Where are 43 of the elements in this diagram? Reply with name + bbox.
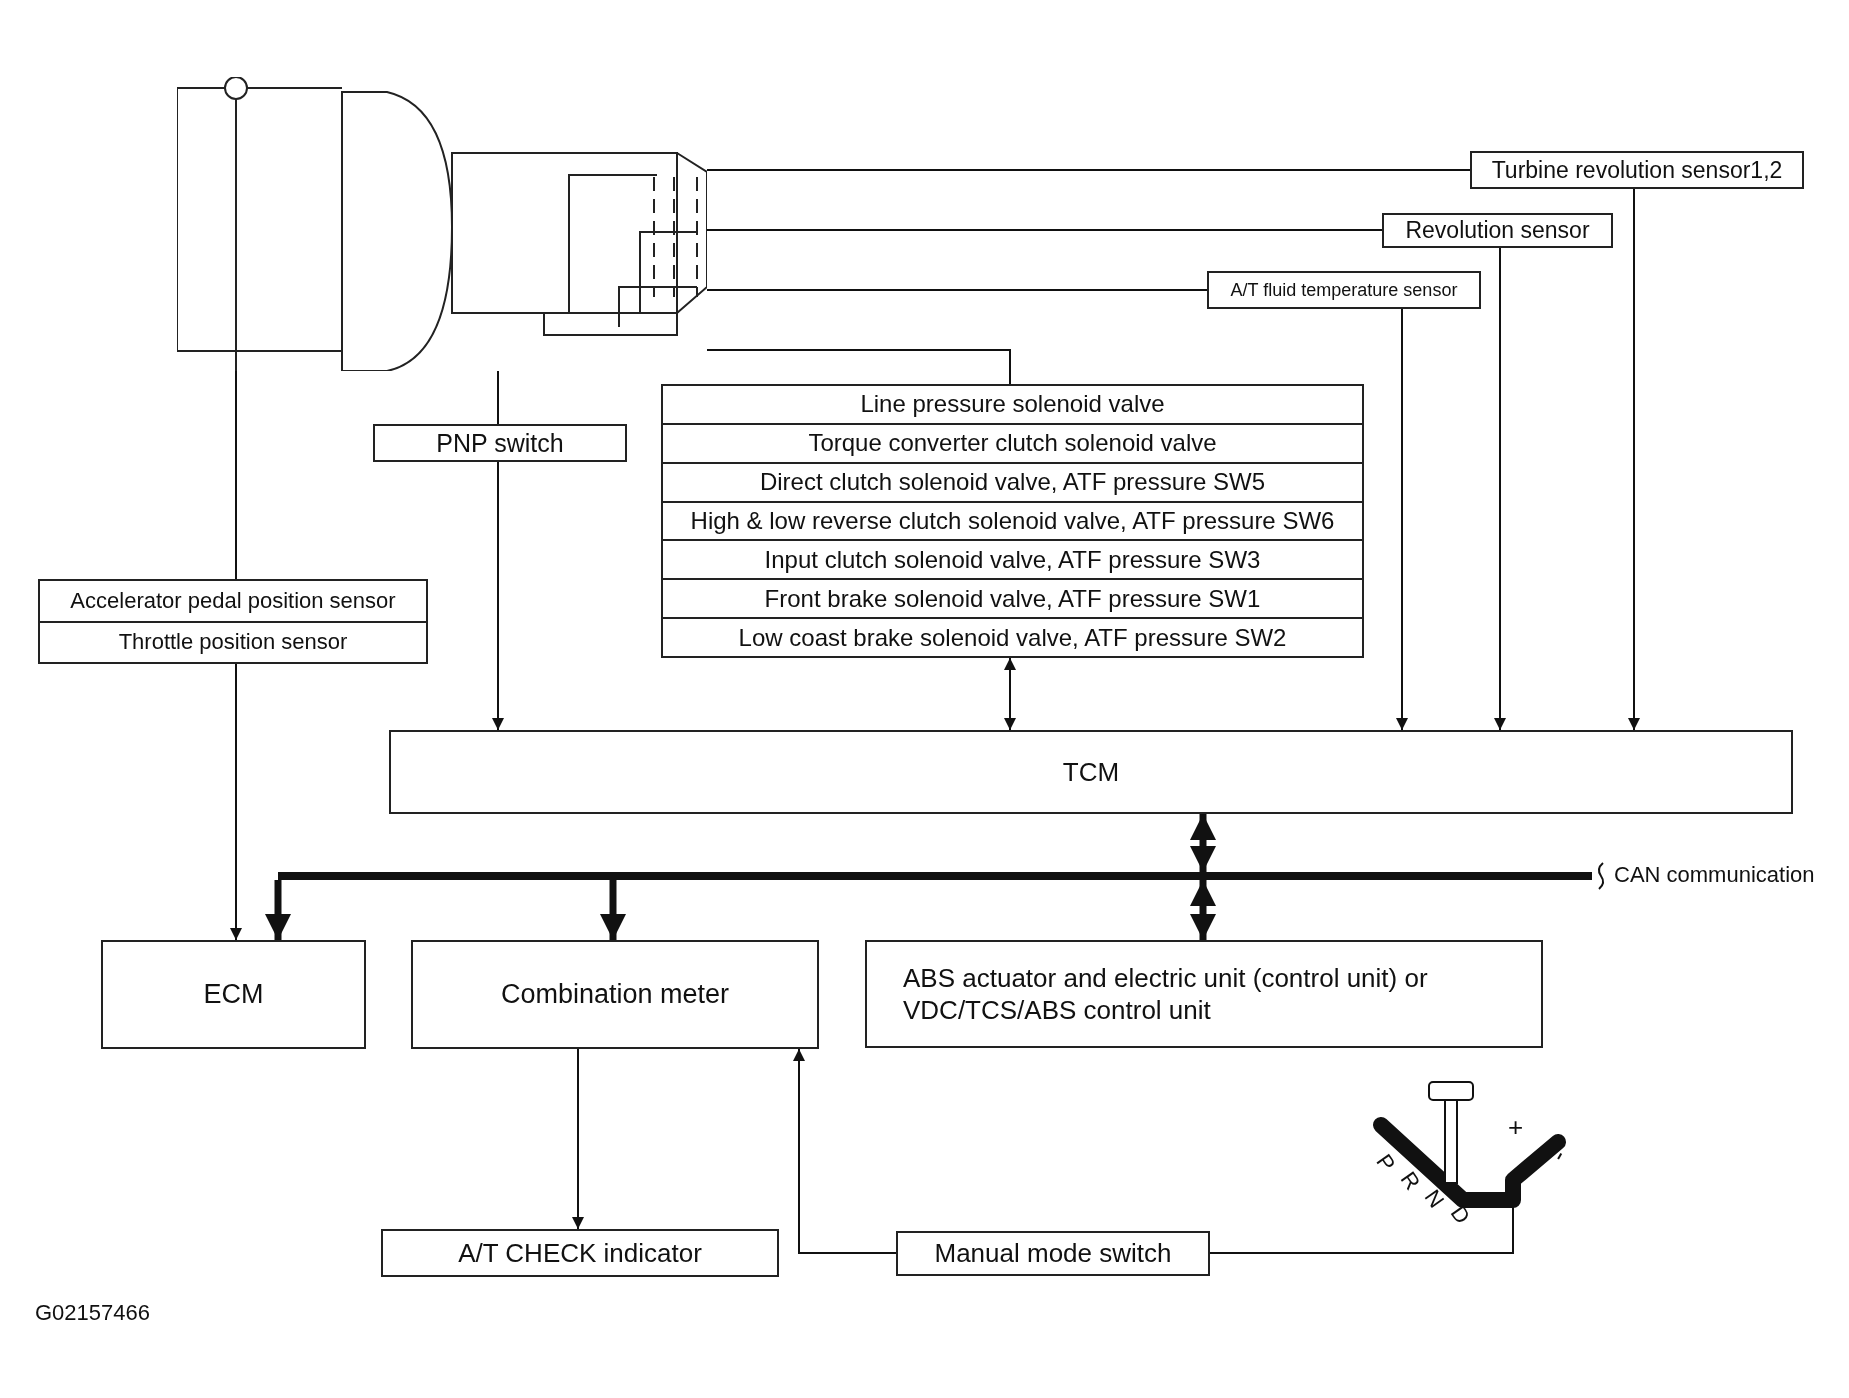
gear-position-label: - [1542, 1144, 1574, 1167]
arrow [1628, 188, 1640, 731]
label-box: Turbine revolution sensor1,2 [1470, 151, 1804, 189]
connector-line [235, 370, 237, 580]
connector-line [1209, 1234, 1514, 1254]
table-row-text: Accelerator pedal position sensor [69, 586, 397, 615]
figure-code: G02157466 [35, 1300, 150, 1326]
arrow [230, 663, 242, 941]
arrow [1004, 657, 1016, 731]
label-box: PNP switch [373, 424, 627, 462]
connector-line [706, 289, 1208, 291]
sensor-box [38, 579, 428, 664]
control-unit-box: TCM [389, 730, 1793, 814]
table-row: High & low reverse clutch solenoid valve, ATF pressure SW6 [663, 500, 1362, 540]
control-unit-box: ABS actuator and electric unit (control unit) or VDC/TCS/ABS control unit [865, 940, 1543, 1048]
label-box: Revolution sensor [1382, 213, 1613, 248]
arrow [1190, 814, 1216, 872]
table-row: Low coast brake solenoid valve, ATF pressure SW2 [663, 617, 1362, 656]
table-row: Torque converter clutch solenoid valve [663, 422, 1362, 462]
control-unit-box: ECM [101, 940, 366, 1049]
arrow [1396, 308, 1408, 731]
label-box: Combination meter [411, 940, 819, 1049]
shift-lever-drawing [1373, 1080, 1568, 1235]
connector-line [706, 169, 1471, 171]
arrow [793, 1048, 897, 1254]
table-row: Throttle position sensor [40, 620, 426, 662]
connector-line [497, 370, 499, 425]
table-row: Input clutch solenoid valve, ATF pressure SW3 [663, 539, 1362, 579]
arrow [1494, 247, 1506, 731]
bus-label: CAN communication [1614, 862, 1815, 888]
connector-line [706, 229, 1383, 231]
label-box: A/T fluid temperature sensor [1207, 271, 1481, 309]
label-box: Manual mode switch [896, 1231, 1210, 1276]
arrow [492, 461, 504, 731]
gear-position-label: + [1508, 1112, 1524, 1143]
table-row-text: Line pressure solenoid valve [859, 389, 1166, 420]
transmission-drawing [177, 77, 707, 371]
table-row: Direct clutch solenoid valve, ATF pressure SW5 [663, 461, 1362, 501]
connector-line [706, 349, 1011, 385]
label-box: A/T CHECK indicator [381, 1229, 779, 1277]
table-row: Front brake solenoid valve, ATF pressure SW1 [663, 578, 1362, 618]
solenoid-table [661, 384, 1364, 658]
arrow [572, 1048, 584, 1230]
